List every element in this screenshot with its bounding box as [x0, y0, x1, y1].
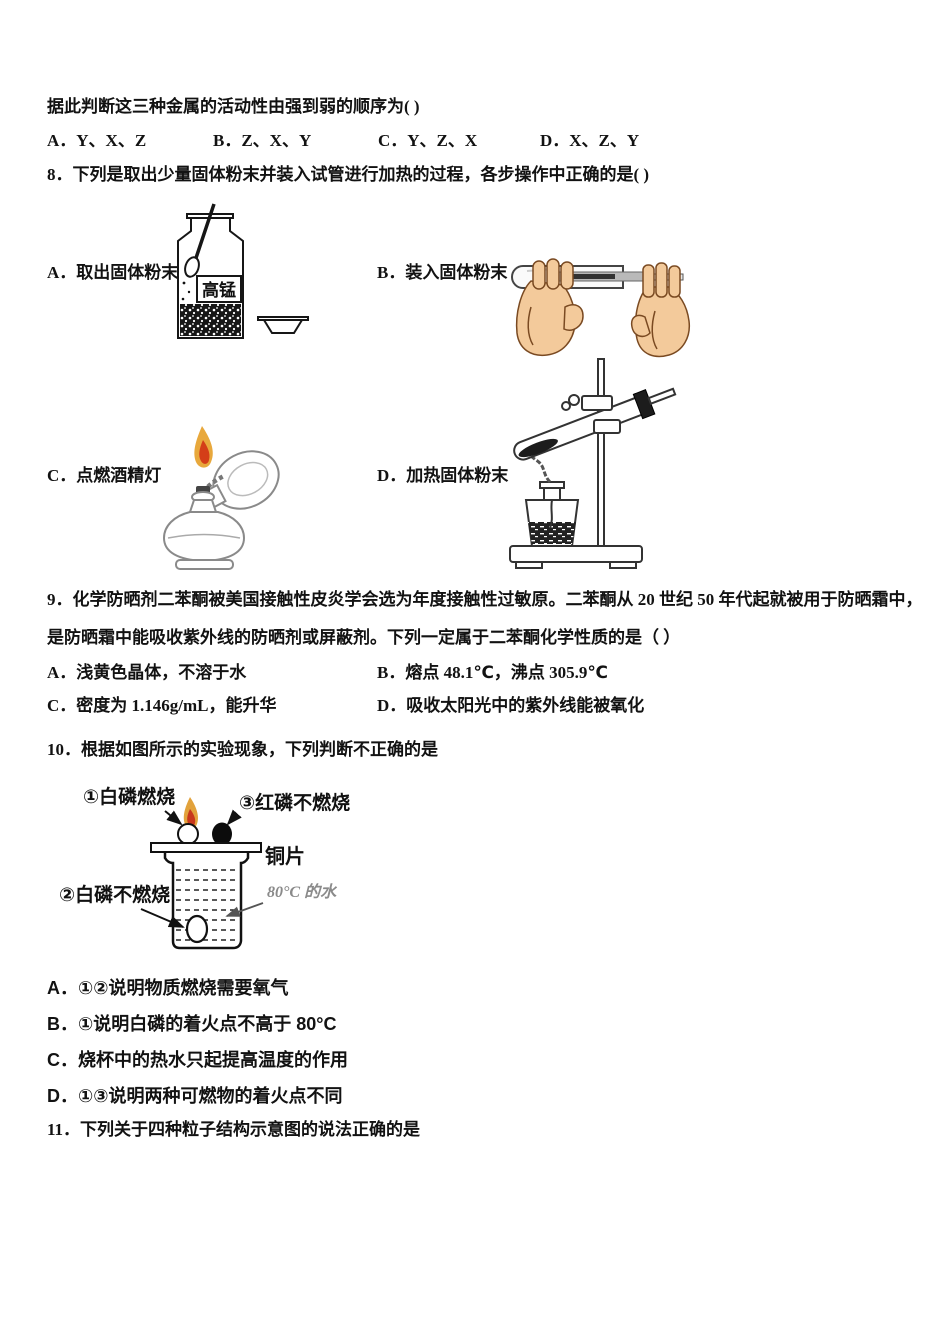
tilted-lamp-inner: [227, 461, 269, 497]
lamp-neck: [188, 499, 218, 513]
q7-option-d: D．X、Z、Y: [540, 131, 640, 150]
q9-option-b: B．熔点 48.1℃，沸点 305.9℃: [377, 663, 609, 682]
clamp-knob: [568, 394, 580, 406]
q10-stem: 10．根据如图所示的实验现象，下列判断不正确的是: [47, 740, 438, 759]
arrow-to-water: [225, 902, 264, 917]
stand-foot: [609, 561, 637, 569]
left-thumb: [563, 304, 584, 331]
lamp-neck: [543, 487, 561, 501]
red-phosphorus-ball: [212, 822, 232, 846]
bottle-label-box: [196, 275, 242, 303]
figure-hands-test-tube: [511, 258, 691, 358]
flame-core: [199, 440, 210, 464]
q9-stem-line2: 是防晒霜中能吸收紫外线的防晒剂或屏蔽剂。下列一定属于二苯酮化学性质的是（ ）: [47, 628, 681, 647]
powder-in-tube: [561, 274, 615, 279]
delivery-tube: [647, 387, 677, 405]
beaker: [163, 852, 250, 950]
lamp-base: [175, 559, 234, 570]
white-phosphorus-burning-label: ①白磷燃烧: [83, 785, 175, 808]
left-finger: [532, 260, 546, 290]
hot-water-label: 80°C 的水: [267, 883, 338, 901]
watch-glass-dish: [262, 319, 304, 334]
q9-option-a: A．浅黄色晶体，不溶于水: [47, 663, 247, 682]
q7-option-a: A．Y、X、Z: [47, 131, 147, 150]
left-hand-line: [527, 306, 534, 346]
alcohol-level-line: [167, 533, 241, 539]
spatula-bowl: [184, 256, 200, 278]
right-hand-line: [651, 310, 658, 350]
stand-base: [509, 545, 643, 563]
q10-option-a: A．①②说明物质燃烧需要氧气: [47, 978, 289, 998]
copper-sheet: [150, 842, 262, 853]
q9-option-d: D．吸收太阳光中的紫外线能被氧化: [377, 696, 645, 715]
right-thumb: [630, 314, 651, 338]
copper-sheet-label: 铜片: [265, 844, 305, 868]
arrow-to-flame: [164, 810, 183, 826]
stand-foot: [515, 561, 543, 569]
q7-option-c: C．Y、Z、X: [378, 131, 478, 150]
q9-stem-line1: 9．化学防晒剂二苯酮被美国接触性皮炎学会选为年度接触性过敏原。二苯酮从 20 世…: [47, 590, 923, 609]
arrow-to-underwater-ball: [140, 908, 185, 928]
clamp: [581, 395, 613, 411]
figure-alcohol-lamp-lighting: [162, 426, 280, 570]
red-phosphorus-label: ③红磷不燃烧: [239, 791, 350, 814]
q7-stem: 据此判断这三种金属的活动性由强到弱的顺序为( ): [47, 97, 420, 116]
flame-core: [187, 809, 196, 827]
left-hand: [515, 258, 584, 357]
left-finger: [560, 261, 574, 290]
figure-heating-stand: [509, 358, 677, 569]
q10-option-b: B．①说明白磷的着火点不高于 80°C: [47, 1014, 337, 1034]
q8-option-c-label: C．点燃酒精灯: [47, 466, 162, 485]
white-phosphorus-underwater-label: ②白磷不燃烧: [59, 883, 170, 906]
solid-powder: [518, 438, 558, 458]
right-finger: [668, 265, 681, 298]
clamped-test-tube: [513, 387, 677, 461]
white-phosphorus-ball-1: [177, 823, 199, 845]
white-phosphorus-ball-2: [185, 914, 209, 944]
powder-fill: [180, 304, 241, 336]
figure-reagent-bottle: 高锰: [177, 203, 309, 339]
lamp-alcohol: [528, 522, 576, 544]
powder-speck: [181, 297, 185, 301]
right-hand: [630, 262, 691, 358]
right-finger: [655, 262, 668, 298]
right-finger: [642, 264, 655, 298]
lamp-wick: [549, 499, 553, 529]
powder-speck: [182, 281, 186, 285]
powder-speck: [187, 290, 191, 294]
q8-option-d-label: D．加热固体粉末: [377, 466, 509, 485]
clamp-collar: [593, 419, 621, 434]
q8-option-b-label: B．装入固体粉末: [377, 263, 508, 282]
left-finger: [546, 258, 560, 290]
stand-rod: [597, 358, 605, 550]
clamp-knob: [561, 401, 571, 411]
arrow-to-red-phosphorus: [226, 809, 242, 826]
q9-option-c: C．密度为 1.146g/mL，能升华: [47, 696, 277, 715]
spatula-handle: [193, 203, 216, 262]
q8-option-a-label: A．取出固体粉末: [47, 263, 179, 282]
q7-option-b: B．Z、X、Y: [213, 131, 312, 150]
q8-stem: 8．下列是取出少量固体粉末并装入试管进行加热的过程，各步操作中正确的是( ): [47, 165, 650, 184]
figure-phosphorus-experiment: ①白磷燃烧 ③红磷不燃烧 铜片 ②白磷不燃烧 80°C 的水: [59, 785, 350, 950]
q10-option-c: C．烧杯中的热水只起提高温度的作用: [47, 1050, 348, 1070]
q11-stem: 11．下列关于四种粒子结构示意图的说法正确的是: [47, 1120, 421, 1139]
q10-option-d: D．①③说明两种可燃物的着火点不同: [47, 1086, 343, 1106]
bottle-label-text: 高锰: [202, 280, 236, 300]
